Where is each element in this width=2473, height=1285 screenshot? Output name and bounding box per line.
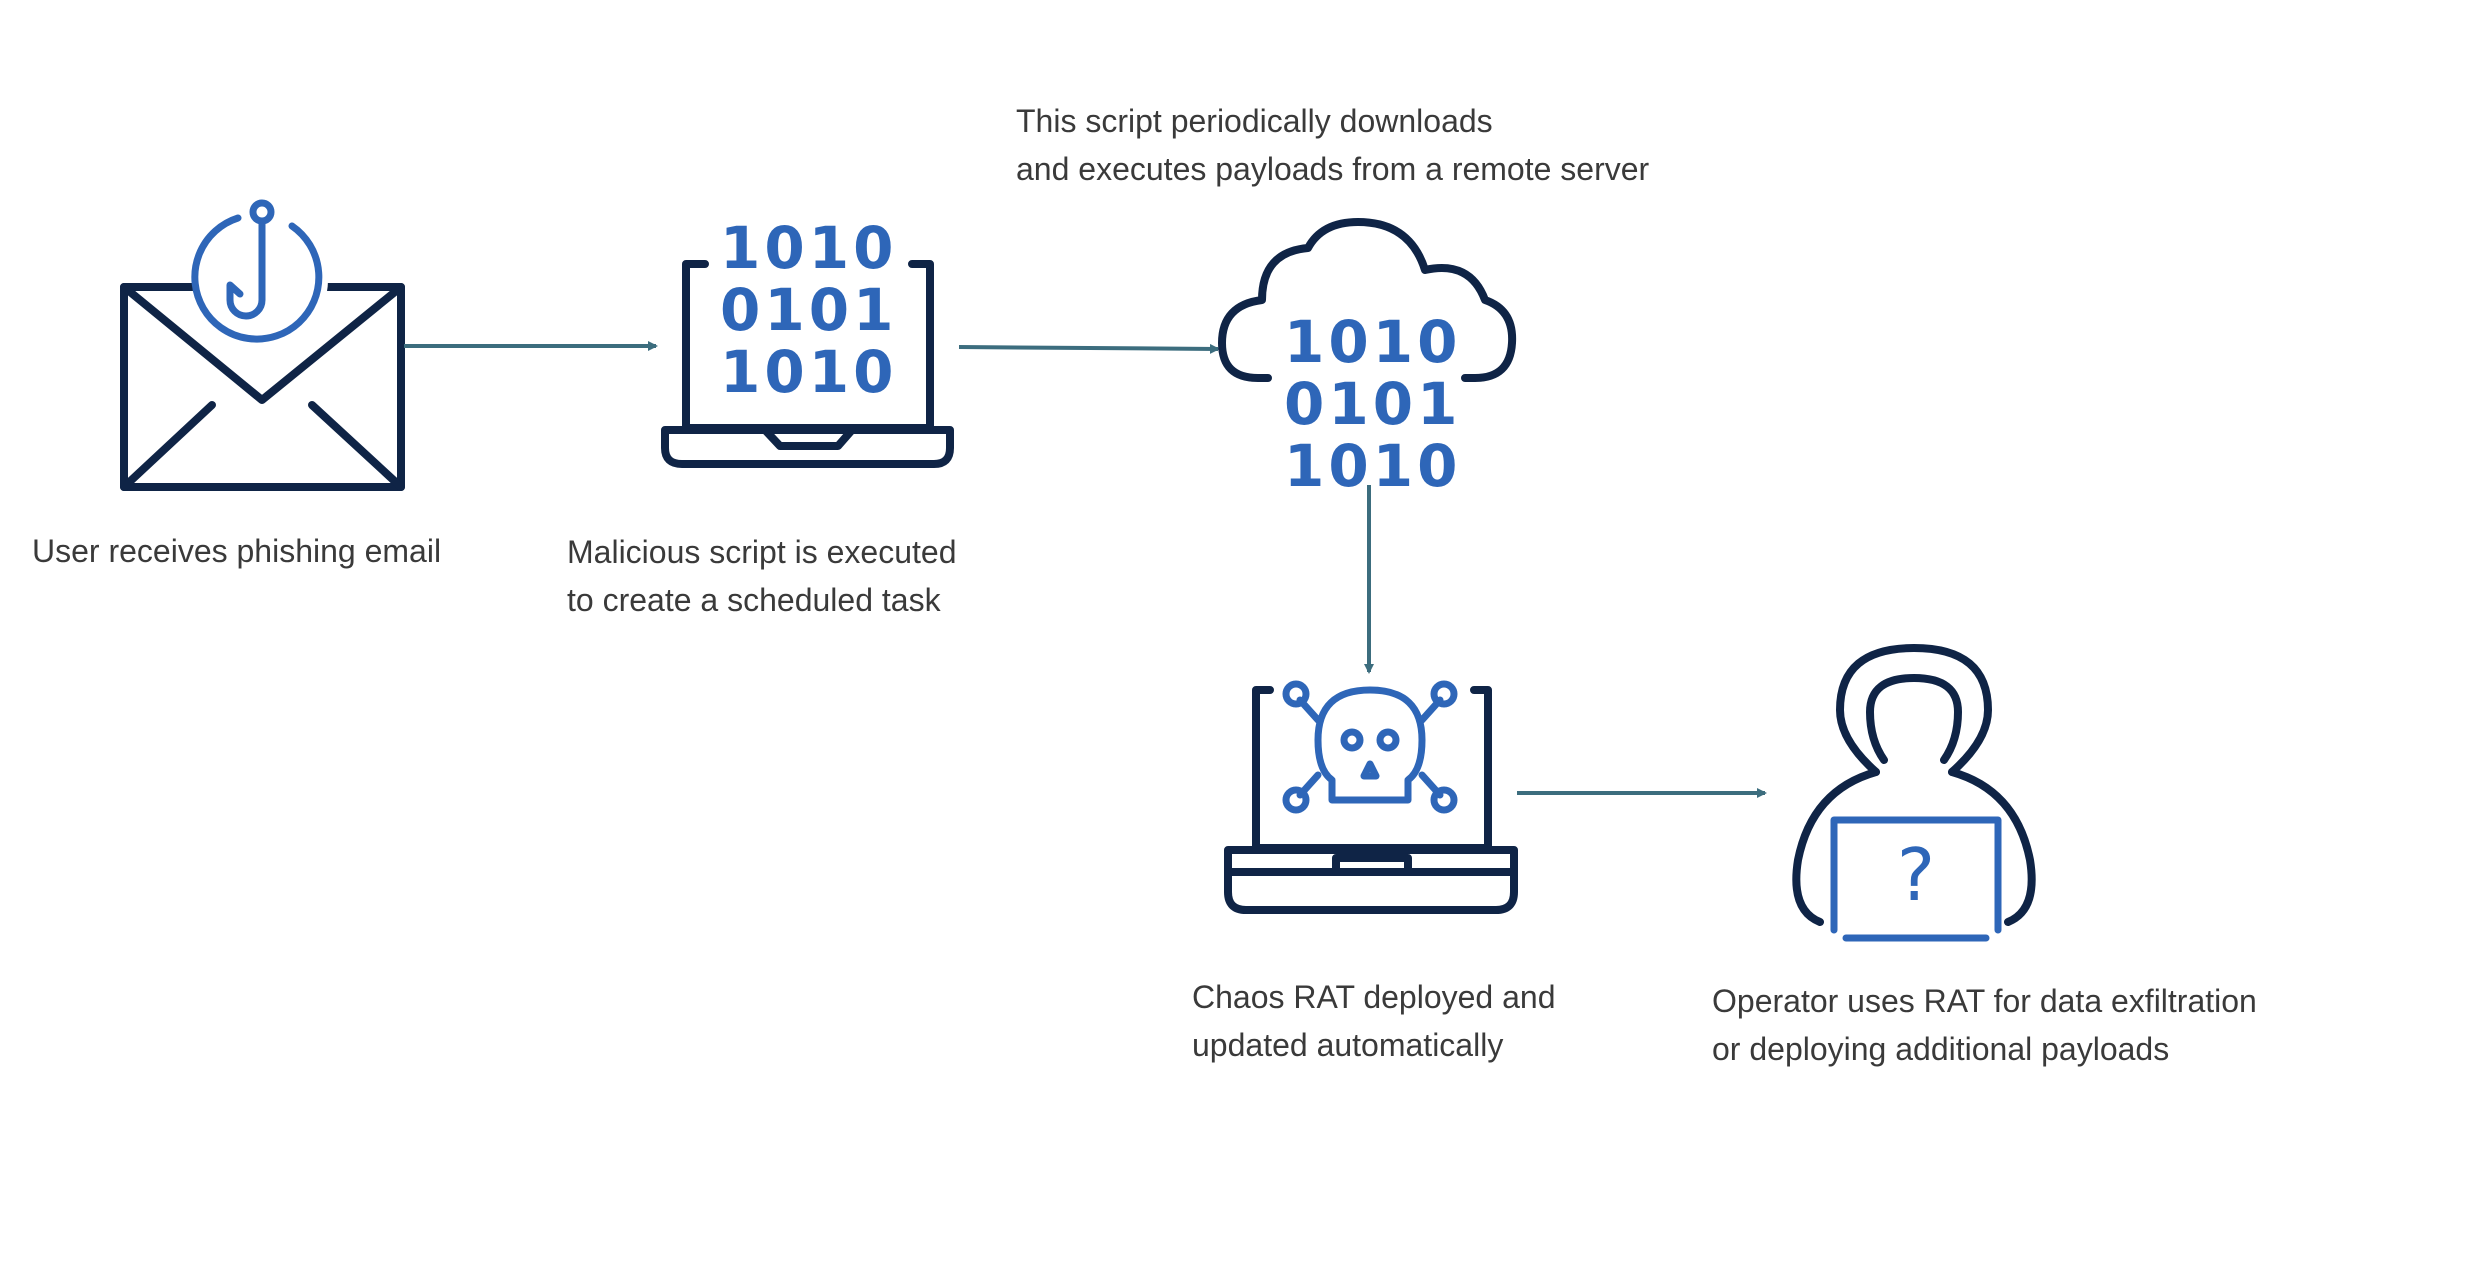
step-1-label: User receives phishing email	[32, 533, 441, 569]
binary-line: 0101	[720, 276, 897, 344]
binary-line: 0101	[1284, 370, 1461, 438]
question-mark-icon: ?	[1897, 833, 1935, 917]
skull-crossbones-icon	[1282, 680, 1458, 814]
fishhook-icon	[226, 217, 266, 320]
step-4-label-line-1: Chaos RAT deployed and	[1192, 979, 1556, 1015]
cloud-binary-icon: 1010 0101 1010	[1218, 218, 1517, 500]
step-2-label-line-1: Malicious script is executed	[567, 534, 956, 570]
binary-line: 1010	[1284, 308, 1461, 376]
step-4-label-line-2: updated automatically	[1192, 1027, 1503, 1063]
hook-circle-icon	[191, 214, 323, 343]
phishing-email-icon	[120, 199, 405, 491]
binary-line: 1010	[720, 214, 897, 282]
step-3-label-line-1: This script periodically downloads	[1016, 103, 1493, 139]
laptop-binary-icon: 1010 0101 1010	[661, 214, 954, 468]
step-2-label-line-2: to create a scheduled task	[567, 582, 942, 618]
flow-arrow-2	[958, 343, 1220, 354]
binary-line: 1010	[720, 338, 897, 406]
hooded-operator-icon: ?	[1792, 644, 2036, 942]
laptop-icon	[1830, 816, 2002, 934]
step-3-label-line-2: and executes payloads from a remote serv…	[1016, 151, 1650, 187]
step-5-label-line-2: or deploying additional payloads	[1712, 1031, 2169, 1067]
step-5-label-line-1: Operator uses RAT for data exfiltration	[1712, 983, 2257, 1019]
laptop-skull-icon	[1224, 680, 1518, 914]
binary-line: 1010	[1284, 432, 1461, 500]
